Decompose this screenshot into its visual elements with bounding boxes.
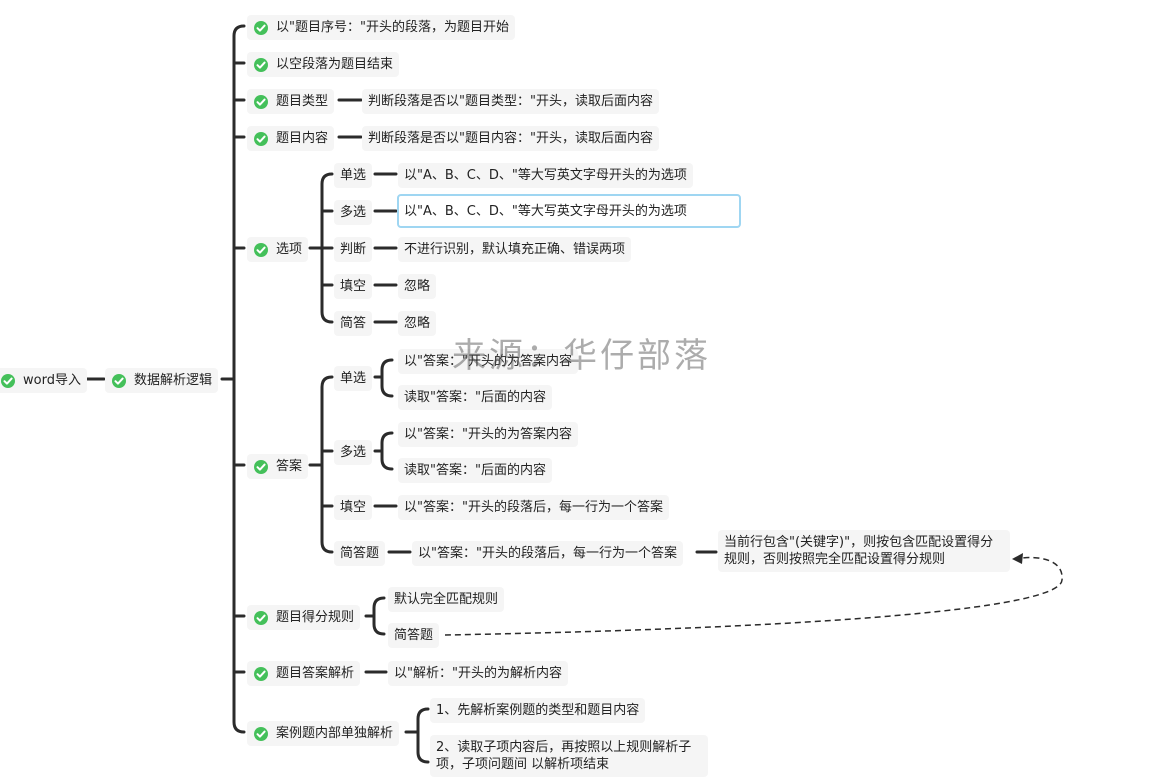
- check-icon: [112, 373, 126, 388]
- node-analysis-detail[interactable]: 以"解析："开头的为解析内容: [388, 661, 568, 686]
- node-label: 以"答案："开头的为答案内容: [404, 354, 572, 369]
- node-label: 2、读取子项内容后，再按照以上规则解析子项，子项问题间 以解析项结束: [436, 740, 692, 772]
- node-question-end[interactable]: 以空段落为题目结束: [247, 52, 400, 77]
- node-root[interactable]: word导入: [0, 368, 87, 393]
- node-label: word导入: [23, 373, 81, 388]
- node-label: 简答: [340, 316, 367, 331]
- node-label: 题目得分规则: [276, 610, 355, 625]
- node-answer-multi-a[interactable]: 以"答案："开头的为答案内容: [398, 422, 578, 447]
- relation-arrowhead: [1012, 553, 1023, 564]
- node-case-step2[interactable]: 2、读取子项内容后，再按照以上规则解析子项，子项问题间 以解析项结束: [430, 735, 708, 777]
- node-label: 以"题目序号："开头的段落，为题目开始: [276, 20, 509, 35]
- node-label: 填空: [340, 500, 367, 515]
- node-question-type[interactable]: 题目类型: [247, 89, 335, 114]
- node-label: 题目类型: [276, 94, 329, 109]
- node-label: 以"A、B、C、D、"等大写英文字母开头的为选项: [404, 168, 687, 183]
- node-label: 忽略: [404, 316, 431, 331]
- node-label: 数据解析逻辑: [134, 373, 213, 388]
- check-icon: [254, 57, 268, 72]
- node-options-fill-detail[interactable]: 忽略: [398, 274, 437, 299]
- node-label: 以"答案："开头的段落后，每一行为一个答案: [418, 546, 677, 561]
- check-icon: [254, 131, 268, 146]
- node-answer-fill[interactable]: 填空: [334, 495, 373, 520]
- node-label: 以空段落为题目结束: [276, 57, 394, 72]
- node-label: 当前行包含"(关键字)"，则按包含匹配设置得分规则，否则按照完全匹配设置得分规则: [724, 535, 994, 567]
- node-answer-short[interactable]: 简答题: [334, 541, 386, 566]
- node-label: 填空: [340, 279, 367, 294]
- node-answer-multi-b[interactable]: 读取"答案："后面的内容: [398, 458, 552, 483]
- node-label: 忽略: [404, 279, 431, 294]
- check-icon: [254, 242, 268, 257]
- node-case-step1[interactable]: 1、先解析案例题的类型和题目内容: [430, 698, 646, 723]
- node-case[interactable]: 案例题内部单独解析: [247, 721, 400, 746]
- node-options-short-detail[interactable]: 忽略: [398, 311, 437, 336]
- check-icon: [1, 373, 15, 388]
- node-label: 以"答案："开头的为答案内容: [404, 427, 572, 442]
- node-label: 判断段落是否以"题目类型："开头，读取后面内容: [368, 94, 653, 109]
- node-label: 多选: [340, 445, 367, 460]
- watermark: 来源：华仔部落: [452, 336, 711, 376]
- node-options-judge-detail[interactable]: 不进行识别，默认填充正确、错误两项: [398, 237, 632, 262]
- node-question-start[interactable]: 以"题目序号："开头的段落，为题目开始: [247, 15, 515, 40]
- node-label: 读取"答案："后面的内容: [404, 390, 546, 405]
- check-icon: [254, 94, 268, 109]
- node-label: 题目内容: [276, 131, 329, 146]
- node-options-single[interactable]: 单选: [334, 163, 373, 188]
- node-main[interactable]: 数据解析逻辑: [105, 368, 219, 393]
- node-answer-multi[interactable]: 多选: [334, 440, 373, 465]
- node-label: 以"答案："开头的段落后，每一行为一个答案: [404, 500, 663, 515]
- check-icon: [254, 726, 268, 741]
- node-options-multi-detail[interactable]: 以"A、B、C、D、"等大写英文字母开头的为选项: [397, 194, 741, 228]
- node-scoring-default[interactable]: 默认完全匹配规则: [388, 587, 505, 612]
- node-options-multi[interactable]: 多选: [334, 200, 373, 225]
- node-answer-single[interactable]: 单选: [334, 366, 373, 391]
- node-question-type-detail[interactable]: 判断段落是否以"题目类型："开头，读取后面内容: [362, 89, 659, 114]
- node-options-single-detail[interactable]: 以"A、B、C、D、"等大写英文字母开头的为选项: [398, 163, 693, 188]
- check-icon: [254, 459, 268, 474]
- check-icon: [254, 610, 268, 625]
- node-options-judge[interactable]: 判断: [334, 237, 373, 262]
- node-options-fill[interactable]: 填空: [334, 274, 373, 299]
- node-label: 读取"答案："后面的内容: [404, 463, 546, 478]
- node-options-short[interactable]: 简答: [334, 311, 373, 336]
- relation-dashed-line: [444, 556, 1063, 636]
- node-label: 不进行识别，默认填充正确、错误两项: [404, 242, 626, 257]
- node-label: 单选: [340, 168, 367, 183]
- node-label: 默认完全匹配规则: [394, 592, 499, 607]
- node-label: 简答题: [394, 628, 434, 643]
- node-label: 多选: [340, 205, 367, 220]
- node-label: 判断段落是否以"题目内容："开头，读取后面内容: [368, 131, 653, 146]
- check-icon: [254, 20, 268, 35]
- node-label: 判断: [340, 242, 367, 257]
- node-answer[interactable]: 答案: [247, 454, 309, 479]
- node-answer-short-rule[interactable]: 当前行包含"(关键字)"，则按包含匹配设置得分规则，否则按照完全匹配设置得分规则: [718, 530, 1010, 572]
- node-label: 案例题内部单独解析: [276, 726, 394, 741]
- node-label: 单选: [340, 371, 367, 386]
- check-icon: [254, 666, 268, 681]
- node-scoring[interactable]: 题目得分规则: [247, 605, 361, 630]
- node-question-content-detail[interactable]: 判断段落是否以"题目内容："开头，读取后面内容: [362, 126, 659, 151]
- node-question-content[interactable]: 题目内容: [247, 126, 335, 151]
- node-label: 以"解析："开头的为解析内容: [394, 666, 562, 681]
- node-analysis[interactable]: 题目答案解析: [247, 661, 361, 686]
- node-options[interactable]: 选项: [247, 237, 309, 262]
- node-answer-single-a[interactable]: 以"答案："开头的为答案内容: [398, 349, 578, 374]
- node-label: 答案: [276, 459, 303, 474]
- node-answer-short-detail[interactable]: 以"答案："开头的段落后，每一行为一个答案: [412, 541, 683, 566]
- node-label: 简答题: [340, 546, 380, 561]
- node-label: 选项: [276, 242, 303, 257]
- node-answer-fill-detail[interactable]: 以"答案："开头的段落后，每一行为一个答案: [398, 495, 669, 520]
- node-answer-single-b[interactable]: 读取"答案："后面的内容: [398, 385, 552, 410]
- node-scoring-short[interactable]: 简答题: [388, 623, 440, 648]
- node-label: 题目答案解析: [276, 666, 355, 681]
- node-label: 1、先解析案例题的类型和题目内容: [436, 703, 640, 718]
- node-label: 以"A、B、C、D、"等大写英文字母开头的为选项: [404, 204, 687, 219]
